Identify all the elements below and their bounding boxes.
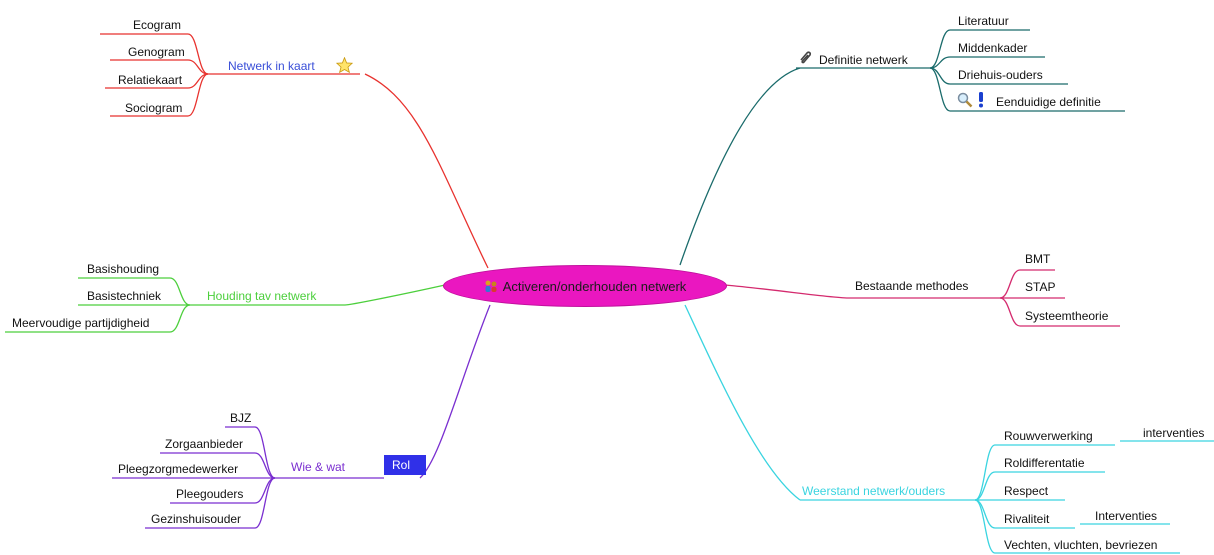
item-basistechniek[interactable]: Basistechniek (87, 289, 162, 303)
item-vechten-vluchten-bevriezen[interactable]: Vechten, vluchten, bevriezen (1004, 538, 1158, 552)
rol-tag[interactable]: Rol (384, 455, 426, 475)
connector-bestaande (724, 269, 1120, 327)
item-driehuis-ouders[interactable]: Driehuis-ouders (958, 68, 1043, 82)
exclamation-icon (977, 91, 985, 113)
subitem-rival-interventies[interactable]: Interventies (1095, 509, 1158, 523)
item-zorgaanbieder[interactable]: Zorgaanbieder (165, 437, 244, 451)
connector-weerstand (684, 304, 1214, 554)
item-genogram[interactable]: Genogram (128, 45, 185, 59)
connector-houding (5, 277, 446, 333)
central-topic-label: Activeren/onderhouden netwerk (502, 278, 687, 294)
item-literatuur[interactable]: Literatuur (958, 14, 1009, 28)
item-basishouding[interactable]: Basishouding (87, 262, 160, 276)
branch-weerstand-label[interactable]: Weerstand netwerk/ouders (802, 484, 946, 498)
item-stap[interactable]: STAP (1025, 280, 1056, 294)
branch-bestaande-label[interactable]: Bestaande methodes (855, 279, 969, 293)
search-icon (957, 92, 973, 113)
connector-definitie (679, 29, 1125, 266)
item-bjz[interactable]: BJZ (230, 411, 252, 425)
item-bmt[interactable]: BMT (1025, 252, 1051, 266)
item-pleegouders[interactable]: Pleegouders (176, 487, 244, 501)
connector-wie (112, 304, 491, 529)
branch-definitie-label[interactable]: Definitie netwerk (819, 53, 908, 67)
connector-netwerk (100, 33, 489, 269)
item-sociogram[interactable]: Sociogram (125, 101, 183, 115)
item-respect[interactable]: Respect (1004, 484, 1049, 498)
branch-houding-label[interactable]: Houding tav netwerk (207, 289, 317, 303)
item-relatiekaart[interactable]: Relatiekaart (118, 73, 183, 87)
item-middenkader[interactable]: Middenkader (958, 41, 1028, 55)
central-topic[interactable]: Activeren/onderhouden netwerk (443, 265, 727, 307)
item-rouwverwerking[interactable]: Rouwverwerking (1004, 429, 1093, 443)
item-eenduidige-definitie[interactable]: Eenduidige definitie (996, 95, 1101, 109)
branch-wie-label[interactable]: Wie & wat (291, 460, 346, 474)
item-meervoudige-partijdigheid[interactable]: Meervoudige partijdigheid (12, 316, 150, 330)
star-icon (335, 56, 354, 78)
item-pleegzorgmedewerker[interactable]: Pleegzorgmedewerker (118, 462, 239, 476)
item-ecogram[interactable]: Ecogram (133, 18, 182, 32)
branch-netwerk-label[interactable]: Netwerk in kaart (228, 59, 315, 73)
people-icon (484, 279, 498, 293)
item-gezinshuisouder[interactable]: Gezinshuisouder (151, 512, 242, 526)
subitem-rouw-interventies[interactable]: interventies (1143, 426, 1205, 440)
item-systeemtheorie[interactable]: Systeemtheorie (1025, 309, 1109, 323)
item-roldifferentatie[interactable]: Roldifferentatie (1004, 456, 1085, 470)
item-rivaliteit[interactable]: Rivaliteit (1004, 512, 1050, 526)
paperclip-icon (798, 50, 814, 71)
